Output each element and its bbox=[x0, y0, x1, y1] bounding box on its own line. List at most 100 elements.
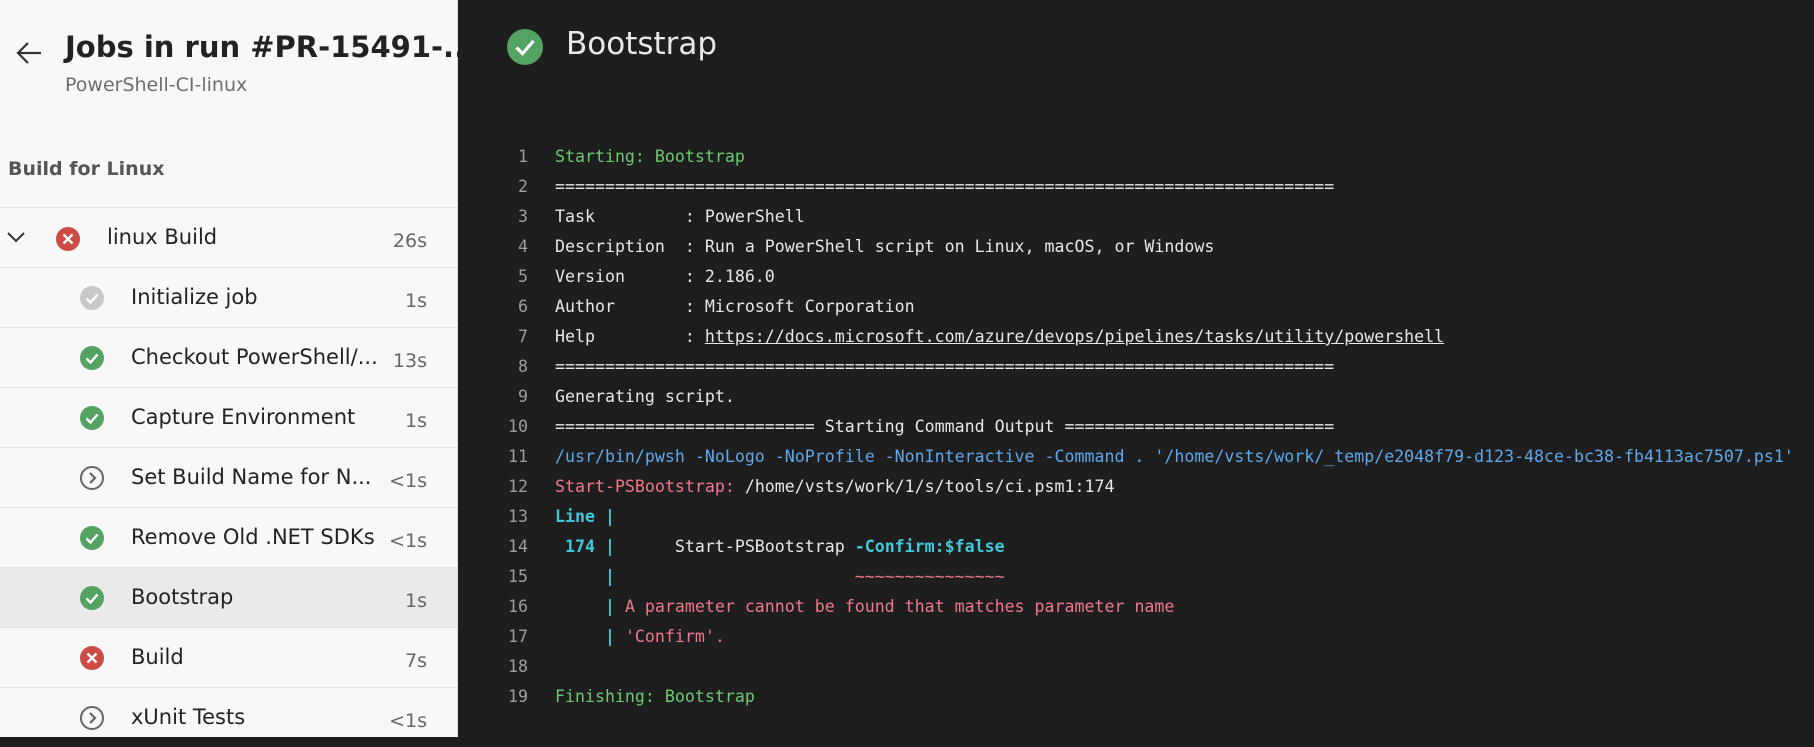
log-line-number: 9 bbox=[518, 387, 528, 406]
log-title: Bootstrap bbox=[566, 26, 718, 62]
jobs-panel: Jobs in run #PR-15491-... PowerShell-CI-… bbox=[0, 0, 476, 737]
step-duration: <1s bbox=[389, 530, 427, 552]
log-line: 18 bbox=[458, 652, 1814, 682]
log-line-number: 10 bbox=[508, 417, 528, 436]
log-line: 13 Line | bbox=[458, 502, 1814, 532]
log-line-number: 19 bbox=[508, 687, 528, 706]
log-line-number: 4 bbox=[518, 237, 528, 256]
success-icon bbox=[80, 346, 104, 370]
log-segment: ========================== Starting Comm… bbox=[555, 417, 1335, 436]
back-arrow-icon[interactable] bbox=[14, 38, 44, 68]
log-line-number: 13 bbox=[508, 507, 528, 526]
log-line-number: 11 bbox=[508, 447, 528, 466]
log-line-text: Finishing: Bootstrap bbox=[555, 682, 755, 712]
log-line: 8 =======================================… bbox=[458, 352, 1814, 382]
log-line-text: 174 | Start-PSBootstrap -Confirm:$false bbox=[555, 532, 1005, 562]
completed-gray-icon bbox=[80, 286, 104, 310]
log-line: 10 ========================== Starting Co… bbox=[458, 412, 1814, 442]
log-line-text: Start-PSBootstrap: /home/vsts/work/1/s/t… bbox=[555, 472, 1114, 502]
log-line: 15 | ~~~~~~~~~~~~~~~ bbox=[458, 562, 1814, 592]
help-link[interactable]: https://docs.microsoft.com/azure/devops/… bbox=[704, 327, 1445, 346]
failed-icon bbox=[80, 646, 104, 670]
log-segment: Start-PSBootstrap bbox=[624, 537, 855, 556]
step-duration: 7s bbox=[405, 650, 427, 672]
log-line: 7 Help : https://docs.microsoft.com/azure… bbox=[458, 322, 1814, 352]
log-line: 4 Description : Run a PowerShell script o… bbox=[458, 232, 1814, 262]
log-line-number: 16 bbox=[508, 597, 528, 616]
log-segment: 'Confirm'. bbox=[624, 627, 725, 646]
log-line-text: /usr/bin/pwsh -NoLogo -NoProfile -NonInt… bbox=[555, 442, 1794, 472]
log-segment: Line | bbox=[555, 507, 615, 526]
success-icon bbox=[507, 29, 543, 65]
step-duration: 1s bbox=[405, 290, 427, 312]
log-line-text: Starting: Bootstrap bbox=[555, 142, 745, 172]
job-label: linux Build bbox=[107, 225, 218, 249]
step-duration: 13s bbox=[392, 350, 427, 372]
log-line: 14 174 | Start-PSBootstrap -Confirm:$fal… bbox=[458, 532, 1814, 562]
log-segment: ========================================… bbox=[555, 357, 1335, 376]
log-line-text: | ~~~~~~~~~~~~~~~ bbox=[555, 562, 1005, 592]
step-duration: 1s bbox=[405, 410, 427, 432]
log-segment: | bbox=[555, 627, 625, 646]
log-line-text: | A parameter cannot be found that match… bbox=[555, 592, 1174, 622]
log-segment: /usr/bin/pwsh -NoLogo -NoProfile -NonInt… bbox=[555, 447, 1794, 466]
step-row[interactable]: Checkout PowerShell/... 13s bbox=[0, 327, 457, 387]
log-line-number: 5 bbox=[518, 267, 528, 286]
log-segment: Version : 2.186.0 bbox=[555, 267, 775, 286]
step-row[interactable]: Remove Old .NET SDKs <1s bbox=[0, 507, 457, 567]
log-segment: Help : bbox=[555, 327, 705, 346]
log-line-text: Task : PowerShell bbox=[555, 202, 805, 232]
step-row[interactable]: xUnit Tests <1s bbox=[0, 687, 457, 747]
log-line-text: ========================================… bbox=[555, 352, 1334, 382]
log-segment: ~~~~~~~~~~~~~~~ bbox=[624, 567, 1005, 586]
pending-icon bbox=[80, 466, 104, 490]
log-segment: Generating script. bbox=[555, 387, 735, 406]
step-duration: <1s bbox=[389, 470, 427, 492]
success-icon bbox=[80, 526, 104, 550]
log-segment: -Confirm:$false bbox=[854, 537, 1005, 556]
log-line-text: Generating script. bbox=[555, 382, 735, 412]
log-segment: | bbox=[555, 597, 625, 616]
step-label: Remove Old .NET SDKs bbox=[131, 525, 375, 549]
job-duration: 26s bbox=[392, 230, 427, 252]
log-line-text: ========================== Starting Comm… bbox=[555, 412, 1334, 442]
step-row[interactable]: Bootstrap 1s bbox=[0, 567, 457, 627]
log-segment: Finishing: Bootstrap bbox=[555, 687, 755, 706]
log-line-number: 1 bbox=[518, 147, 528, 166]
log-line: 1 Starting: Bootstrap bbox=[458, 142, 1814, 172]
log-line-text: Author : Microsoft Corporation bbox=[555, 292, 915, 322]
log-line: 5 Version : 2.186.0 bbox=[458, 262, 1814, 292]
stage-label: Build for Linux bbox=[8, 158, 165, 180]
chevron-down-icon[interactable] bbox=[6, 227, 26, 247]
job-row-linux-build[interactable]: linux Build 26s bbox=[0, 207, 457, 267]
log-line-number: 14 bbox=[508, 537, 528, 556]
page-title: Jobs in run #PR-15491-... bbox=[65, 30, 477, 64]
step-label: Bootstrap bbox=[131, 585, 234, 609]
log-line-text: | 'Confirm'. bbox=[555, 622, 725, 652]
log-line: 19 Finishing: Bootstrap bbox=[458, 682, 1814, 712]
log-line: 9 Generating script. bbox=[458, 382, 1814, 412]
log-line-number: 8 bbox=[518, 357, 528, 376]
log-segment: Start-PSBootstrap: bbox=[555, 477, 745, 496]
log-line-text: ========================================… bbox=[555, 172, 1334, 202]
log-segment: | bbox=[555, 567, 625, 586]
step-duration: 1s bbox=[405, 590, 427, 612]
log-line-number: 6 bbox=[518, 297, 528, 316]
pending-icon bbox=[80, 706, 104, 730]
log-line-number: 17 bbox=[508, 627, 528, 646]
step-row[interactable]: Set Build Name for N...<1s bbox=[0, 447, 457, 507]
log-segment: Author : Microsoft Corporation bbox=[555, 297, 915, 316]
step-label: Checkout PowerShell/... bbox=[131, 345, 378, 369]
step-label: xUnit Tests bbox=[131, 705, 246, 729]
log-line: 17 | 'Confirm'. bbox=[458, 622, 1814, 652]
log-line-text: Version : 2.186.0 bbox=[555, 262, 775, 292]
step-duration: <1s bbox=[389, 710, 427, 732]
log-segment: A parameter cannot be found that matches… bbox=[624, 597, 1175, 616]
log-line-text: Description : Run a PowerShell script on… bbox=[555, 232, 1214, 262]
log-line-number: 7 bbox=[518, 327, 528, 346]
